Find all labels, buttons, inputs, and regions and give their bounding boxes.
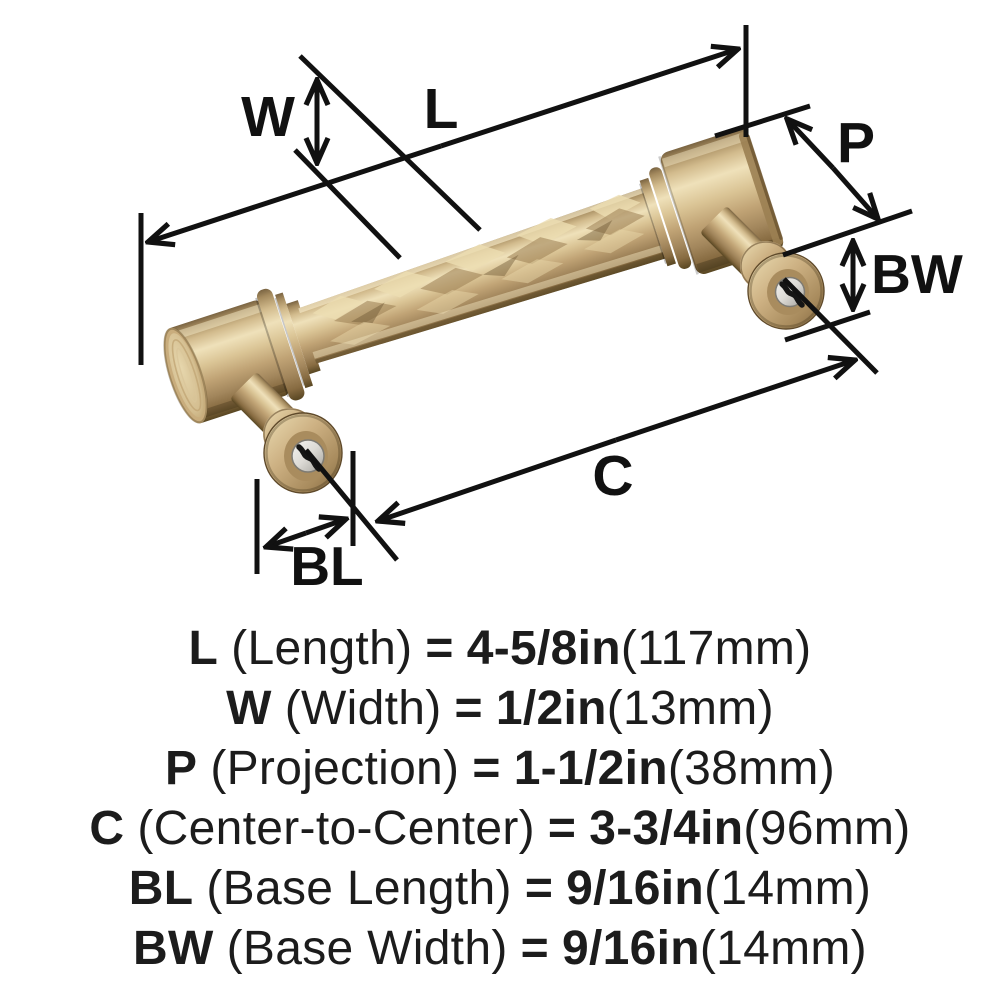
dimension-specs: L(Length)=4-5/8in(117mm) W(Width)=1/2in(… (0, 618, 1000, 978)
spec-name: (Base Width) (226, 921, 508, 975)
spec-symbol: BW (133, 921, 214, 975)
length-arrow-line (440, 49, 738, 149)
projection-arrow-line (831, 166, 878, 219)
dim-label-base-length: BL (290, 535, 363, 597)
spec-symbol: C (89, 801, 125, 855)
length-arrow-line (148, 143, 442, 242)
width-tick-bottom (293, 148, 402, 260)
handle-illustration (163, 128, 825, 494)
spec-mm: (14mm) (704, 861, 872, 915)
projection-tick-bottom (782, 208, 913, 258)
spec-inches: 9/16in (566, 861, 705, 915)
spec-row-projection: P(Projection)=1-1/2in(38mm) (165, 738, 835, 798)
left-end-cap (163, 288, 321, 424)
spec-symbol: P (165, 741, 198, 795)
spec-row-width: W(Width)=1/2in(13mm) (226, 678, 774, 738)
projection-arrow-line (787, 119, 835, 170)
center-arrow-line (378, 437, 617, 521)
spec-mm: (38mm) (667, 741, 835, 795)
base-length-arrow-line (266, 533, 307, 547)
spec-row-length: L(Length)=4-5/8in(117mm) (189, 618, 812, 678)
projection-tick-top (714, 103, 811, 139)
dim-label-width: W (241, 85, 295, 149)
right-base (747, 252, 825, 330)
dim-label-length: L (424, 77, 459, 141)
dim-label-projection: P (837, 111, 875, 175)
spec-symbol: BL (128, 861, 194, 915)
dimension-diagram: L W P BW C (138, 25, 963, 597)
dim-base-width: BW (784, 241, 963, 343)
spec-row-base-length: BL(Base Length)=9/16in(14mm) (129, 858, 871, 918)
spec-inches: 1/2in (495, 681, 607, 735)
spec-row-center-to-center: C(Center-to-Center)=3-3/4in(96mm) (89, 798, 910, 858)
center-arrow-line (615, 360, 855, 443)
dim-center-to-center: C (304, 277, 879, 562)
spec-name: (Length) (231, 621, 413, 675)
spec-equals: = (425, 621, 454, 675)
right-screw-center-line (782, 277, 879, 375)
spec-row-base-width: BW(Base Width)=9/16in(14mm) (133, 918, 867, 978)
spec-equals: = (547, 801, 577, 855)
spec-equals: = (524, 861, 554, 915)
dim-label-center-to-center: C (592, 444, 633, 508)
base-length-arrow-line (305, 519, 346, 533)
spec-inches: 3-3/4in (589, 801, 744, 855)
spec-mm: (96mm) (743, 801, 911, 855)
spec-mm: (117mm) (620, 621, 812, 675)
spec-symbol: L (188, 621, 219, 675)
spec-mm: (13mm) (606, 681, 774, 735)
dim-width: W (241, 54, 482, 260)
dim-base-length: BL (254, 451, 364, 597)
spec-equals: = (472, 741, 501, 795)
spec-name: (Width) (284, 681, 442, 735)
right-screw (774, 276, 806, 308)
spec-inches: 4-5/8in (466, 621, 621, 675)
spec-name: (Base Length) (206, 861, 512, 915)
spec-equals: = (454, 681, 483, 735)
spec-name: (Projection) (210, 741, 460, 795)
handle-bar (298, 188, 665, 364)
spec-inches: 9/16in (561, 921, 700, 975)
spec-name: (Center-to-Center) (137, 801, 535, 855)
spec-symbol: W (226, 681, 272, 735)
dim-label-base-width: BW (871, 243, 963, 305)
spec-equals: = (520, 921, 549, 975)
dim-projection: P (714, 103, 913, 258)
bar-hammered-texture (298, 188, 665, 364)
spec-inches: 1-1/2in (513, 741, 668, 795)
spec-mm: (14mm) (699, 921, 867, 975)
dim-length: L (138, 25, 749, 365)
